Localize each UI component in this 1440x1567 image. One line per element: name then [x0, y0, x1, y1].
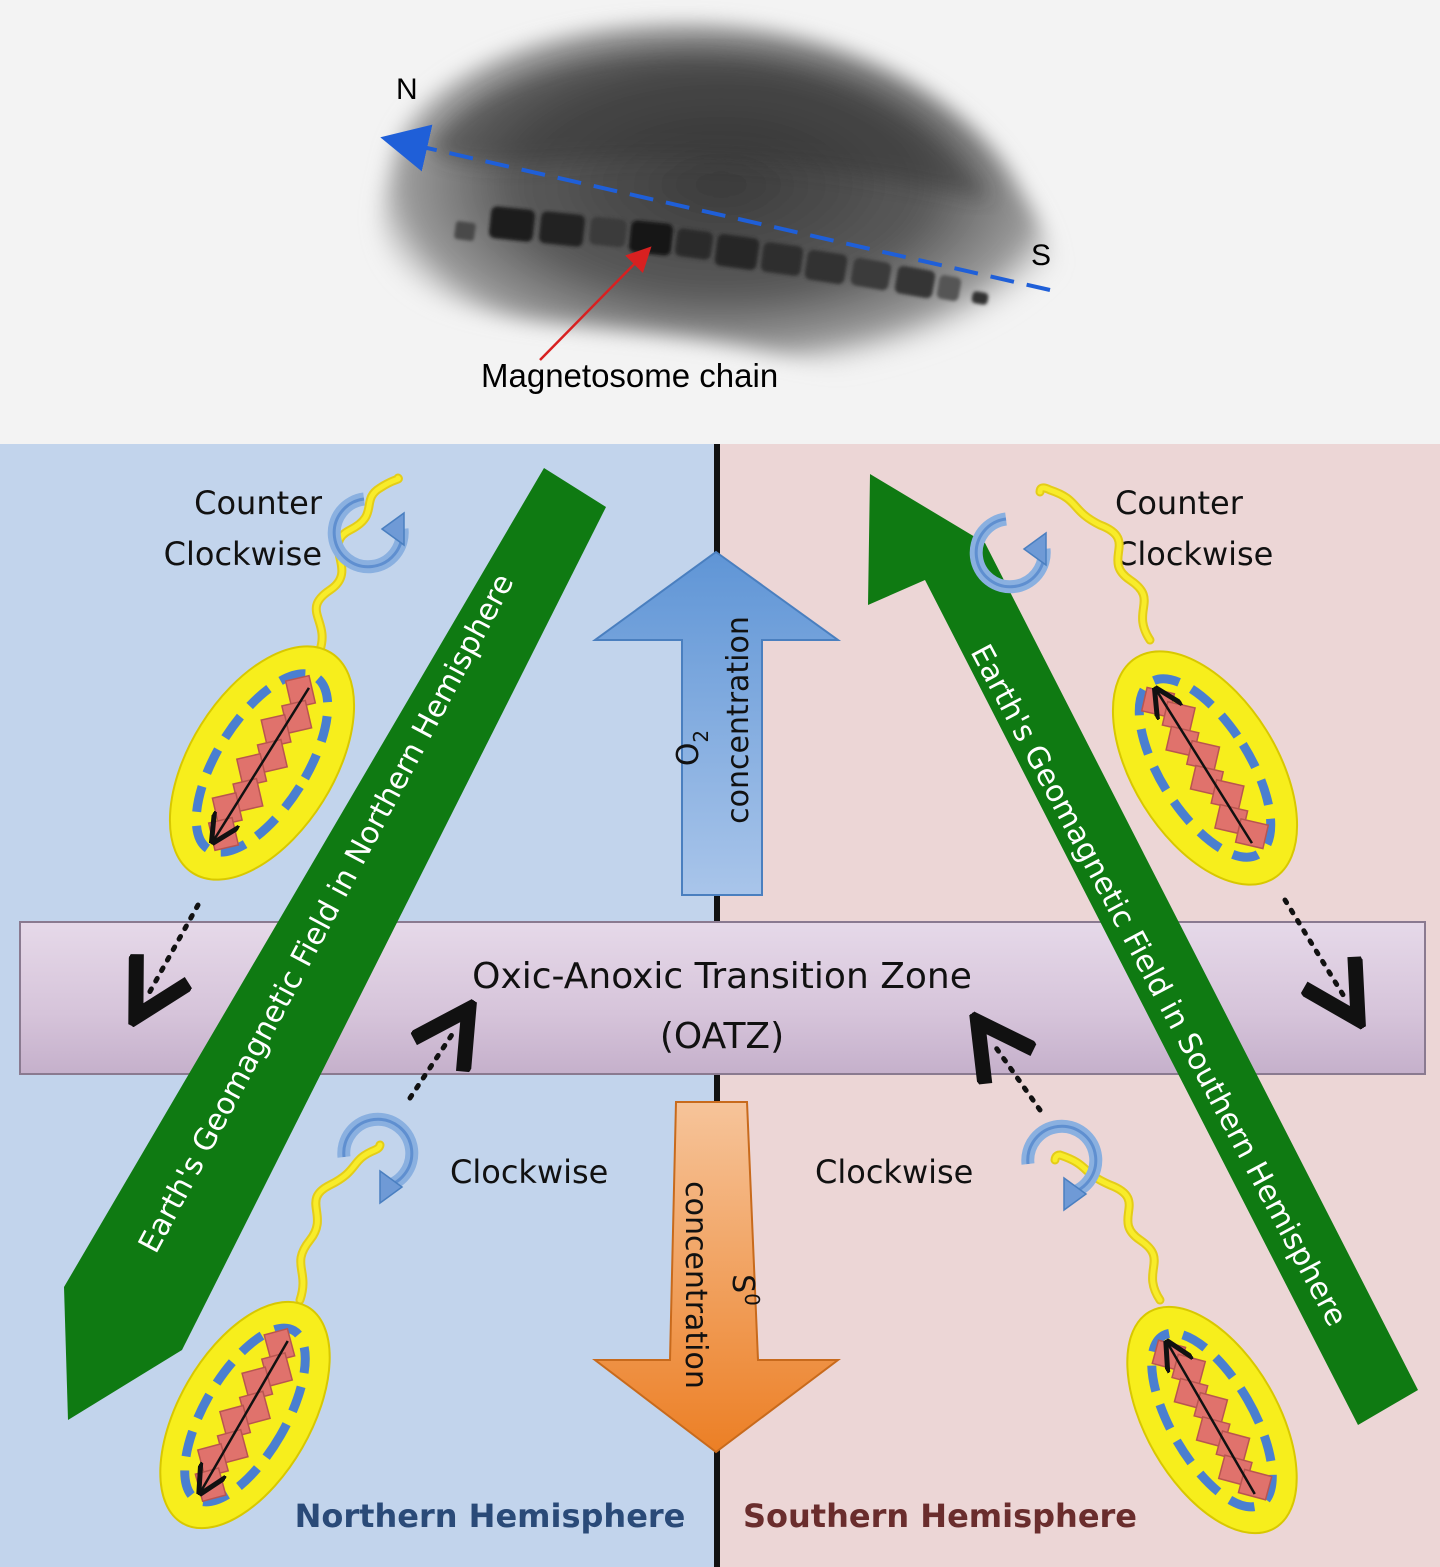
magnetosome	[1237, 1468, 1273, 1501]
ne-bacterium	[969, 483, 1299, 886]
cell-dense-region	[430, 53, 990, 200]
sulfur-label: S0	[725, 1274, 764, 1306]
nw-rotation-label-line1: Counter	[194, 484, 323, 522]
ne-rotation-label-line2: Clockwise	[1115, 535, 1273, 573]
sulfur-gradient-arrow: S0 concentration	[592, 1101, 841, 1454]
oxygen-label: O2	[671, 730, 713, 766]
sulfur-concentration-label: concentration	[678, 1181, 713, 1389]
southern-hemisphere-label: Southern Hemisphere	[743, 1497, 1137, 1535]
north-south-axis-arrow	[380, 124, 1051, 292]
oxygen-concentration-label: concentration	[721, 616, 756, 824]
oatz-title: Oxic-Anoxic Transition Zone	[472, 956, 972, 997]
ne-rotation-label-line1: Counter	[1115, 484, 1244, 522]
ne-swim-direction-arrow	[1282, 897, 1345, 998]
membrane-dashes	[180, 1323, 310, 1507]
bacteria-layer	[159, 473, 1299, 1535]
se-rotation-label: Clockwise	[815, 1153, 973, 1191]
nw-bacterium	[168, 473, 409, 881]
oatz-acronym: (OATZ)	[660, 1016, 784, 1057]
chain-pointer-arrow	[539, 246, 652, 361]
oxygen-gradient-arrow: O2 concentration	[591, 550, 842, 896]
membrane-dashes	[191, 669, 333, 857]
nw-swim-direction-arrow	[148, 902, 201, 995]
nw-rotation-label-line2: Clockwise	[164, 535, 322, 573]
magnetic-dipole-arrow	[1157, 691, 1254, 844]
magnetic-dipole-arrow	[201, 1340, 289, 1491]
sw-swim-direction-arrow	[407, 1030, 455, 1101]
magnetic-dipole-arrow	[214, 687, 311, 840]
magnetic-dipole-arrow	[1168, 1344, 1256, 1495]
south-label: S	[1031, 239, 1051, 272]
se-bacterium	[1021, 1119, 1298, 1535]
magnetosome-chain-label: Magnetosome chain	[481, 357, 778, 394]
membrane-dashes	[1134, 674, 1276, 862]
se-swim-direction-arrow	[992, 1042, 1043, 1113]
sw-bacterium	[159, 1112, 419, 1530]
micrograph: N S Magnetosome chain	[0, 0, 1440, 444]
north-label: N	[396, 73, 418, 106]
northern-hemisphere-label: Northern Hemisphere	[295, 1497, 686, 1535]
sw-rotation-label: Clockwise	[450, 1153, 608, 1191]
magnetosome	[1234, 817, 1270, 850]
hemisphere-diagram: O2 concentration S0 concentration Oxic-A…	[0, 444, 1440, 1567]
